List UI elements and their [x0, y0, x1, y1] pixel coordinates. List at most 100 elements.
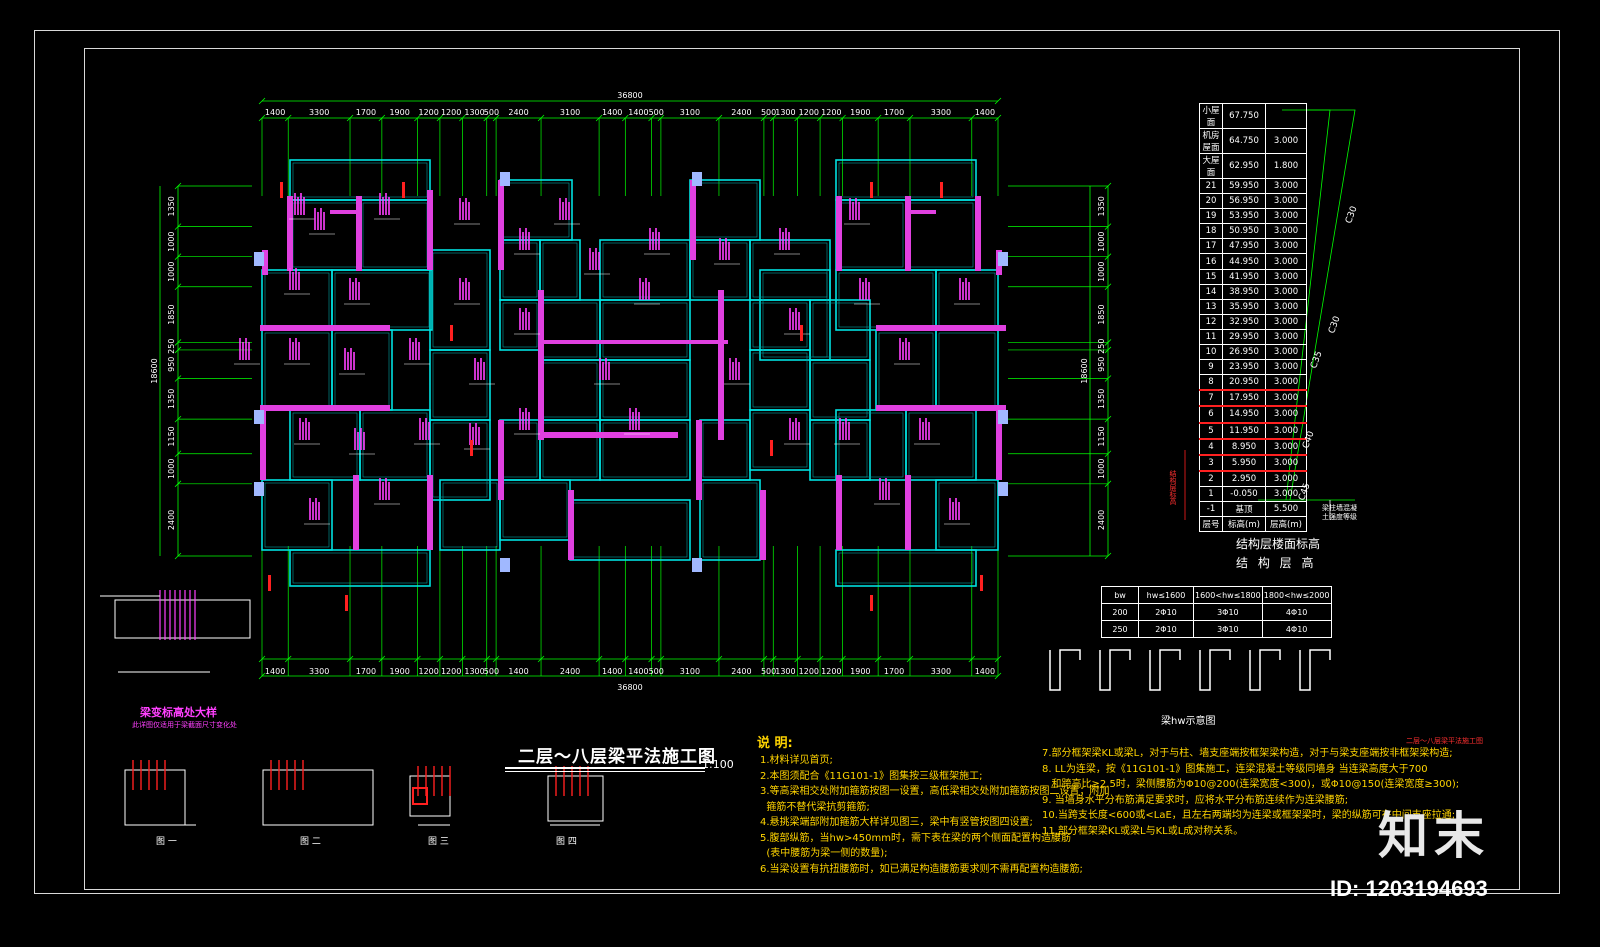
dimension-label: 1400 — [602, 667, 622, 676]
dimension-label: 1200 — [418, 667, 438, 676]
beam-outline — [539, 419, 601, 481]
floor-height: 3.000 — [1265, 344, 1307, 361]
shear-wall — [498, 420, 504, 500]
image-id: ID: 1203194693 — [1330, 876, 1488, 901]
dimension-label: 500 — [761, 108, 776, 117]
beam-inner-line — [752, 242, 828, 298]
floor-number: -1 — [1199, 500, 1223, 518]
hw-table-cell: 4Φ10 — [1261, 620, 1332, 638]
dimension-label: 2400 — [508, 108, 528, 117]
beam-inner-line — [602, 242, 688, 298]
floor-number: 机房屋面 — [1199, 128, 1223, 154]
shear-wall — [427, 190, 433, 270]
dimension-label: 500 — [484, 108, 499, 117]
floor-height: 3.000 — [1265, 223, 1307, 240]
shear-wall — [260, 405, 266, 480]
floor-number: 6 — [1199, 405, 1223, 424]
beam-inner-line — [292, 412, 358, 478]
total-width-label-bottom: 36800 — [617, 683, 642, 692]
shear-wall — [356, 196, 362, 271]
hw-profile-sketch — [1099, 649, 1131, 691]
dimension-label: 500 — [649, 108, 664, 117]
floor-number: 18 — [1199, 223, 1223, 240]
beam-inner-line — [542, 302, 598, 358]
floor-height: 3.000 — [1265, 389, 1307, 408]
dimension-label: 2400 — [1097, 510, 1106, 530]
floor-height: 3.000 — [1265, 328, 1307, 346]
figure-3-label: 图 三 — [428, 837, 449, 847]
elevation-marker — [268, 575, 271, 591]
beam-inner-line — [812, 362, 868, 418]
dimension-label: 3100 — [680, 108, 700, 117]
dimension-label: 500 — [761, 667, 776, 676]
beam-outline — [935, 329, 999, 411]
beam-inner-line — [908, 412, 974, 478]
beam-inner-line — [502, 422, 538, 478]
floor-elevation: 11.950 — [1222, 421, 1266, 440]
note-line: 10.当跨支长度<600或<LaE，且左右两端均为连梁或框架梁时，梁的纵筋可在中… — [1042, 810, 1456, 821]
total-height-label: 18600 — [1080, 358, 1089, 383]
dimension-label: 1000 — [167, 262, 176, 282]
beam-outline — [935, 269, 999, 331]
dimension-label: 950 — [1097, 357, 1106, 372]
beam-inner-line — [442, 482, 498, 548]
detail-figure-4 — [547, 775, 604, 822]
floor-height: 3.000 — [1265, 268, 1307, 285]
floor-elevation: 23.950 — [1222, 359, 1266, 376]
elevation-marker — [870, 182, 873, 198]
shear-wall — [353, 475, 359, 550]
axis-grid — [178, 118, 1108, 676]
floor-elevation: 50.950 — [1222, 223, 1266, 240]
drawing-border-inner — [84, 48, 1520, 890]
floor-elevation: 35.950 — [1222, 298, 1266, 315]
note-line: 3.等高梁相交处附加箍筋按图一设置，高低梁相交处附加箍筋按图二设置；附加 — [760, 786, 1110, 797]
dimension-label: 2400 — [731, 667, 751, 676]
elevation-marker — [870, 595, 873, 611]
beam-inner-line — [938, 332, 996, 408]
beam-inner-line — [502, 482, 568, 538]
shear-wall — [718, 290, 724, 440]
hw-table-cell: 3Φ10 — [1193, 620, 1263, 638]
beam-outline — [261, 479, 333, 551]
shear-wall — [905, 475, 911, 550]
dimension-label: 1400 — [975, 108, 995, 117]
dimension-label: 1350 — [1097, 389, 1106, 409]
floor-elevation: 41.950 — [1222, 268, 1266, 285]
floor-elevation: 14.950 — [1222, 405, 1266, 424]
hw-diagram-caption: 梁hw示意图 — [1161, 716, 1216, 727]
dimension-label: 1200 — [441, 667, 461, 676]
beam-inner-line — [432, 252, 488, 348]
beam-inner-line — [752, 302, 808, 348]
column — [500, 558, 510, 572]
drawing-title: 二层～八层梁平法施工图 — [518, 747, 716, 767]
shear-wall — [996, 405, 1002, 480]
hw-profile-sketch — [1049, 649, 1081, 691]
beam-outline — [749, 409, 811, 471]
beam-inner-line — [362, 202, 428, 268]
beam-outline — [499, 479, 571, 541]
floor-height: 3.000 — [1265, 128, 1307, 154]
floor-elevation: 26.950 — [1222, 344, 1266, 361]
dimension-label: 1300 — [775, 667, 795, 676]
dimension-label: 3100 — [680, 667, 700, 676]
dimension-label: 1700 — [884, 108, 904, 117]
beam-inner-line — [752, 412, 808, 468]
hw-table-cell: 200 — [1101, 603, 1139, 621]
beam-inner-line — [838, 202, 904, 268]
hw-table-cell: 2Φ10 — [1138, 620, 1194, 638]
floor-height: 3.000 — [1265, 438, 1307, 456]
floor-elevation: 38.950 — [1222, 283, 1266, 300]
dimension-label: 1200 — [799, 667, 819, 676]
shear-wall — [905, 196, 911, 271]
dimension-label: 1300 — [464, 108, 484, 117]
floor-height: 3.000 — [1265, 405, 1307, 424]
shear-wall — [262, 250, 268, 275]
